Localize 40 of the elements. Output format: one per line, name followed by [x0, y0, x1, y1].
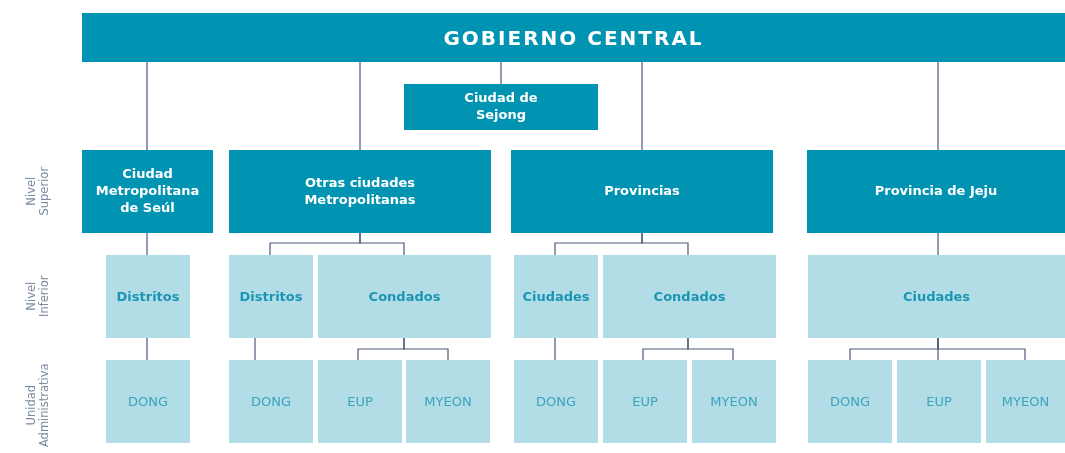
unit-box: EUP — [318, 360, 402, 443]
subdivision-box: Ciudades — [808, 255, 1065, 338]
unit-box: DONG — [229, 360, 313, 443]
connector-line — [359, 61, 361, 151]
header-box: GOBIERNO CENTRAL — [82, 13, 1065, 62]
subdivision-box: Condados — [603, 255, 776, 338]
connector-line — [500, 61, 502, 85]
level-label: Nivel Superior — [24, 166, 52, 216]
subdivision-box: Condados — [318, 255, 491, 338]
unit-box: DONG — [514, 360, 598, 443]
connector-line — [254, 337, 256, 361]
connector-line — [937, 61, 939, 151]
connector-line — [937, 232, 939, 256]
level-box: Ciudad de Sejong — [404, 84, 598, 130]
unit-box: EUP — [603, 360, 687, 443]
connector-line — [687, 337, 734, 361]
unit-box: MYEON — [692, 360, 776, 443]
level-box: Provincias — [511, 150, 773, 233]
level-label: Nivel Inferior — [24, 275, 51, 317]
level-box: Otras ciudades Metropolitanas — [229, 150, 491, 233]
connector-line — [937, 337, 1026, 361]
connector-line — [146, 337, 148, 361]
subdivision-box: Ciudades — [514, 255, 598, 338]
level-label: Unidad Administrativa — [24, 363, 52, 448]
level-box: Provincia de Jeju — [807, 150, 1065, 233]
unit-box: EUP — [897, 360, 981, 443]
subdivision-box: Distritos — [229, 255, 313, 338]
unit-box: DONG — [808, 360, 892, 443]
connector-line — [641, 61, 643, 151]
connector-line — [146, 232, 148, 256]
unit-box: MYEON — [406, 360, 490, 443]
connector-line — [554, 337, 556, 361]
unit-box: MYEON — [986, 360, 1065, 443]
subdivision-box: Distritos — [106, 255, 190, 338]
connector-line — [146, 61, 148, 151]
connector-line — [641, 232, 689, 256]
unit-box: DONG — [106, 360, 190, 443]
connector-line — [359, 232, 405, 256]
connector-line — [403, 337, 449, 361]
level-box: Ciudad Metropolitana de Seúl — [82, 150, 213, 233]
